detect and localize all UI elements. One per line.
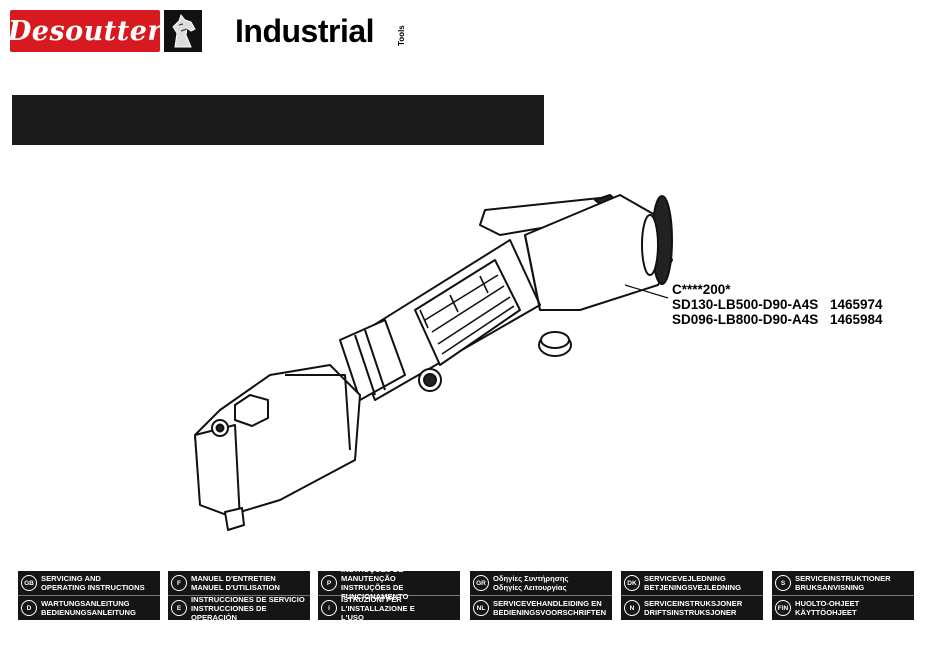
language-code-badge: DK	[624, 575, 640, 591]
language-block-gr-nl: GR Οδηγίες Συντήρησης Οδηγίες Λειτουργία…	[470, 571, 612, 620]
language-block-gb-d: GB Servicing and Operating Instructions …	[18, 571, 160, 620]
language-code-badge: NL	[473, 600, 489, 616]
model-list: C****200* SD130-LB500-D90-A4S 1465974 SD…	[672, 282, 883, 327]
language-title: Huolto-ohjeet Käyttöohjeet	[795, 599, 860, 617]
language-code-badge: P	[321, 575, 337, 591]
language-code-badge: GR	[473, 575, 489, 591]
horse-head-icon	[164, 10, 202, 52]
language-title: Istruzioni per l'Installazione e l'Uso	[341, 594, 415, 622]
language-title: Wartungsanleitung Bedienungsanleitung	[41, 599, 136, 617]
language-code-badge: D	[21, 600, 37, 616]
angle-nutrunner-illustration	[194, 194, 673, 531]
language-code-badge: N	[624, 600, 640, 616]
language-title: Manuel d'entretien Manuel d'utilisation	[191, 574, 280, 592]
language-title: Instruções de Manutenção Instruções de F…	[341, 565, 409, 601]
language-code-badge: F	[171, 575, 187, 591]
model-number: SD096-LB800-D90-A4S	[672, 312, 819, 327]
language-title: Servicevejledning Betjeningsvejledning	[644, 574, 742, 592]
language-block-dk-n: DK Servicevejledning Betjeningsvejlednin…	[621, 571, 763, 620]
language-title: Serviceinstruksjoner Driftsinstruksjoner	[644, 599, 743, 617]
model-number: C****200*	[672, 282, 731, 297]
language-entry: N Serviceinstruksjoner Driftsinstruksjon…	[621, 596, 763, 620]
language-title: Servicing and Operating Instructions	[41, 574, 145, 592]
part-number: 1465974	[830, 297, 883, 312]
language-block-s-fin: S Serviceinstruktioner Bruksanvisning FI…	[772, 571, 914, 620]
language-block-p-i: P Instruções de Manutenção Instruções de…	[318, 565, 460, 622]
language-title: Οδηγίες Συντήρησης Οδηγίες Λειτουργίας	[493, 574, 569, 592]
model-row: SD130-LB500-D90-A4S 1465974	[672, 297, 883, 312]
language-title: Serviceinstruktioner Bruksanvisning	[795, 574, 891, 592]
language-entry: I Istruzioni per l'Installazione e l'Uso	[318, 594, 460, 622]
language-entry: DK Servicevejledning Betjeningsvejlednin…	[621, 571, 763, 596]
language-title: Instrucciones de Servicio Instrucciones …	[191, 594, 305, 622]
language-entry: FIN Huolto-ohjeet Käyttöohjeet	[772, 596, 914, 620]
desoutter-logo: Desoutter	[7, 10, 163, 52]
brand-industrial: Industrial	[235, 13, 375, 49]
brand-tools: Tools	[397, 25, 406, 46]
language-block-f-e: F Manuel d'entretien Manuel d'utilisatio…	[168, 571, 310, 622]
title-bar	[12, 95, 544, 145]
language-entry: GB Servicing and Operating Instructions	[18, 571, 160, 596]
model-number: SD130-LB500-D90-A4S	[672, 297, 819, 312]
language-entry: D Wartungsanleitung Bedienungsanleitung	[18, 596, 160, 620]
language-entry: E Instrucciones de Servicio Instruccione…	[168, 594, 310, 622]
model-row: SD096-LB800-D90-A4S 1465984	[672, 312, 883, 327]
language-entry: GR Οδηγίες Συντήρησης Οδηγίες Λειτουργία…	[470, 571, 612, 596]
language-entry: F Manuel d'entretien Manuel d'utilisatio…	[168, 571, 310, 596]
language-entry: P Instruções de Manutenção Instruções de…	[318, 565, 460, 601]
language-code-badge: S	[775, 575, 791, 591]
language-title: Servicevehandleiding en Bedieningsvoorsc…	[493, 599, 607, 617]
model-row: C****200*	[672, 282, 883, 297]
language-code-badge: I	[321, 600, 337, 616]
language-code-badge: E	[171, 600, 187, 616]
language-entry: S Serviceinstruktioner Bruksanvisning	[772, 571, 914, 596]
language-code-badge: FIN	[775, 600, 791, 616]
desoutter-logo-text: Desoutter	[7, 15, 163, 47]
language-code-badge: GB	[21, 575, 37, 591]
language-entry: NL Servicevehandleiding en Bedieningsvoo…	[470, 596, 612, 620]
part-number: 1465984	[830, 312, 883, 327]
